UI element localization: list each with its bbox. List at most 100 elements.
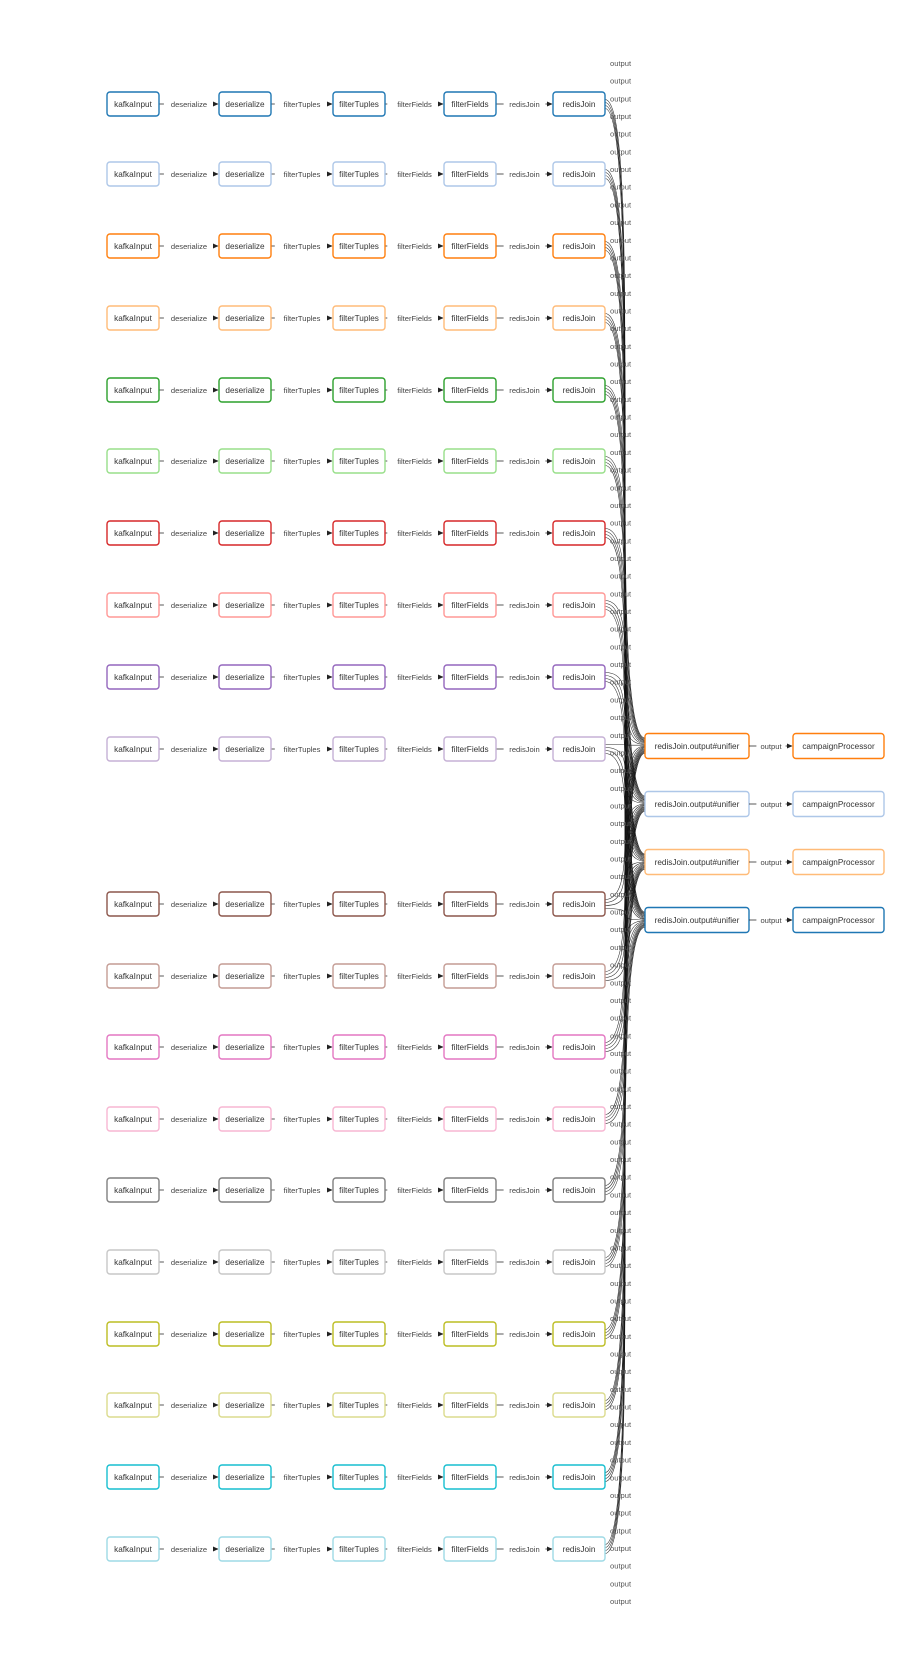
node-redisjoin[interactable]: redisJoin [552, 161, 606, 187]
node-redisjoin[interactable]: redisJoin [552, 736, 606, 762]
node-filterfields[interactable]: filterFields [443, 1392, 497, 1418]
node-redisjoin[interactable]: redisJoin [552, 891, 606, 917]
node-redisjoin[interactable]: redisJoin [552, 305, 606, 331]
node-filtertuples[interactable]: filterTuples [332, 377, 386, 403]
node-kafkainput[interactable]: kafkaInput [106, 1249, 160, 1275]
node-deserialize[interactable]: deserialize [218, 305, 272, 331]
node-kafkainput[interactable]: kafkaInput [106, 233, 160, 259]
node-redisjoin[interactable]: redisJoin [552, 1321, 606, 1347]
node-deserialize[interactable]: deserialize [218, 520, 272, 546]
node-kafkainput[interactable]: kafkaInput [106, 91, 160, 117]
node-deserialize[interactable]: deserialize [218, 448, 272, 474]
node-redisjoin[interactable]: redisJoin [552, 1106, 606, 1132]
node-campaignprocessor[interactable]: campaignProcessor [792, 732, 885, 760]
node-unifier[interactable]: redisJoin.output#unifier [644, 848, 750, 876]
node-deserialize[interactable]: deserialize [218, 233, 272, 259]
node-redisjoin[interactable]: redisJoin [552, 91, 606, 117]
node-filterfields[interactable]: filterFields [443, 963, 497, 989]
node-kafkainput[interactable]: kafkaInput [106, 448, 160, 474]
node-campaignprocessor[interactable]: campaignProcessor [792, 790, 885, 818]
node-filtertuples[interactable]: filterTuples [332, 520, 386, 546]
node-deserialize[interactable]: deserialize [218, 377, 272, 403]
node-redisjoin[interactable]: redisJoin [552, 1034, 606, 1060]
node-filtertuples[interactable]: filterTuples [332, 1536, 386, 1562]
node-kafkainput[interactable]: kafkaInput [106, 377, 160, 403]
node-deserialize[interactable]: deserialize [218, 891, 272, 917]
node-kafkainput[interactable]: kafkaInput [106, 161, 160, 187]
node-kafkainput[interactable]: kafkaInput [106, 1536, 160, 1562]
node-filtertuples[interactable]: filterTuples [332, 161, 386, 187]
node-filtertuples[interactable]: filterTuples [332, 91, 386, 117]
node-filterfields[interactable]: filterFields [443, 91, 497, 117]
node-filterfields[interactable]: filterFields [443, 1249, 497, 1275]
node-deserialize[interactable]: deserialize [218, 963, 272, 989]
node-kafkainput[interactable]: kafkaInput [106, 736, 160, 762]
node-filterfields[interactable]: filterFields [443, 736, 497, 762]
node-filtertuples[interactable]: filterTuples [332, 736, 386, 762]
node-deserialize[interactable]: deserialize [218, 161, 272, 187]
node-kafkainput[interactable]: kafkaInput [106, 664, 160, 690]
node-filtertuples[interactable]: filterTuples [332, 963, 386, 989]
node-filterfields[interactable]: filterFields [443, 161, 497, 187]
node-unifier[interactable]: redisJoin.output#unifier [644, 906, 750, 934]
node-deserialize[interactable]: deserialize [218, 1177, 272, 1203]
node-redisjoin[interactable]: redisJoin [552, 1464, 606, 1490]
node-kafkainput[interactable]: kafkaInput [106, 1034, 160, 1060]
node-filtertuples[interactable]: filterTuples [332, 1249, 386, 1275]
node-campaignprocessor[interactable]: campaignProcessor [792, 906, 885, 934]
node-deserialize[interactable]: deserialize [218, 1249, 272, 1275]
node-unifier[interactable]: redisJoin.output#unifier [644, 732, 750, 760]
node-filterfields[interactable]: filterFields [443, 1106, 497, 1132]
node-redisjoin[interactable]: redisJoin [552, 963, 606, 989]
node-filtertuples[interactable]: filterTuples [332, 1464, 386, 1490]
node-kafkainput[interactable]: kafkaInput [106, 1464, 160, 1490]
node-filterfields[interactable]: filterFields [443, 1034, 497, 1060]
node-kafkainput[interactable]: kafkaInput [106, 520, 160, 546]
node-redisjoin[interactable]: redisJoin [552, 1249, 606, 1275]
node-deserialize[interactable]: deserialize [218, 1034, 272, 1060]
node-filtertuples[interactable]: filterTuples [332, 448, 386, 474]
node-filterfields[interactable]: filterFields [443, 377, 497, 403]
node-filtertuples[interactable]: filterTuples [332, 233, 386, 259]
node-deserialize[interactable]: deserialize [218, 1464, 272, 1490]
node-deserialize[interactable]: deserialize [218, 1536, 272, 1562]
node-filterfields[interactable]: filterFields [443, 592, 497, 618]
node-unifier[interactable]: redisJoin.output#unifier [644, 790, 750, 818]
node-campaignprocessor[interactable]: campaignProcessor [792, 848, 885, 876]
node-redisjoin[interactable]: redisJoin [552, 377, 606, 403]
node-deserialize[interactable]: deserialize [218, 592, 272, 618]
node-kafkainput[interactable]: kafkaInput [106, 1321, 160, 1347]
node-redisjoin[interactable]: redisJoin [552, 664, 606, 690]
node-kafkainput[interactable]: kafkaInput [106, 1392, 160, 1418]
node-filtertuples[interactable]: filterTuples [332, 664, 386, 690]
node-filterfields[interactable]: filterFields [443, 664, 497, 690]
node-redisjoin[interactable]: redisJoin [552, 448, 606, 474]
node-kafkainput[interactable]: kafkaInput [106, 963, 160, 989]
node-redisjoin[interactable]: redisJoin [552, 1177, 606, 1203]
node-kafkainput[interactable]: kafkaInput [106, 305, 160, 331]
node-filtertuples[interactable]: filterTuples [332, 1177, 386, 1203]
node-filtertuples[interactable]: filterTuples [332, 891, 386, 917]
node-filtertuples[interactable]: filterTuples [332, 1034, 386, 1060]
node-filtertuples[interactable]: filterTuples [332, 305, 386, 331]
node-filterfields[interactable]: filterFields [443, 1464, 497, 1490]
node-deserialize[interactable]: deserialize [218, 1106, 272, 1132]
node-deserialize[interactable]: deserialize [218, 664, 272, 690]
node-filterfields[interactable]: filterFields [443, 520, 497, 546]
node-filterfields[interactable]: filterFields [443, 448, 497, 474]
node-filterfields[interactable]: filterFields [443, 305, 497, 331]
node-kafkainput[interactable]: kafkaInput [106, 1177, 160, 1203]
node-filtertuples[interactable]: filterTuples [332, 1106, 386, 1132]
node-redisjoin[interactable]: redisJoin [552, 592, 606, 618]
node-filtertuples[interactable]: filterTuples [332, 1321, 386, 1347]
node-filterfields[interactable]: filterFields [443, 891, 497, 917]
node-kafkainput[interactable]: kafkaInput [106, 1106, 160, 1132]
node-filterfields[interactable]: filterFields [443, 1536, 497, 1562]
node-deserialize[interactable]: deserialize [218, 736, 272, 762]
node-deserialize[interactable]: deserialize [218, 1392, 272, 1418]
node-deserialize[interactable]: deserialize [218, 1321, 272, 1347]
node-redisjoin[interactable]: redisJoin [552, 1536, 606, 1562]
node-filtertuples[interactable]: filterTuples [332, 1392, 386, 1418]
node-redisjoin[interactable]: redisJoin [552, 1392, 606, 1418]
node-kafkainput[interactable]: kafkaInput [106, 891, 160, 917]
